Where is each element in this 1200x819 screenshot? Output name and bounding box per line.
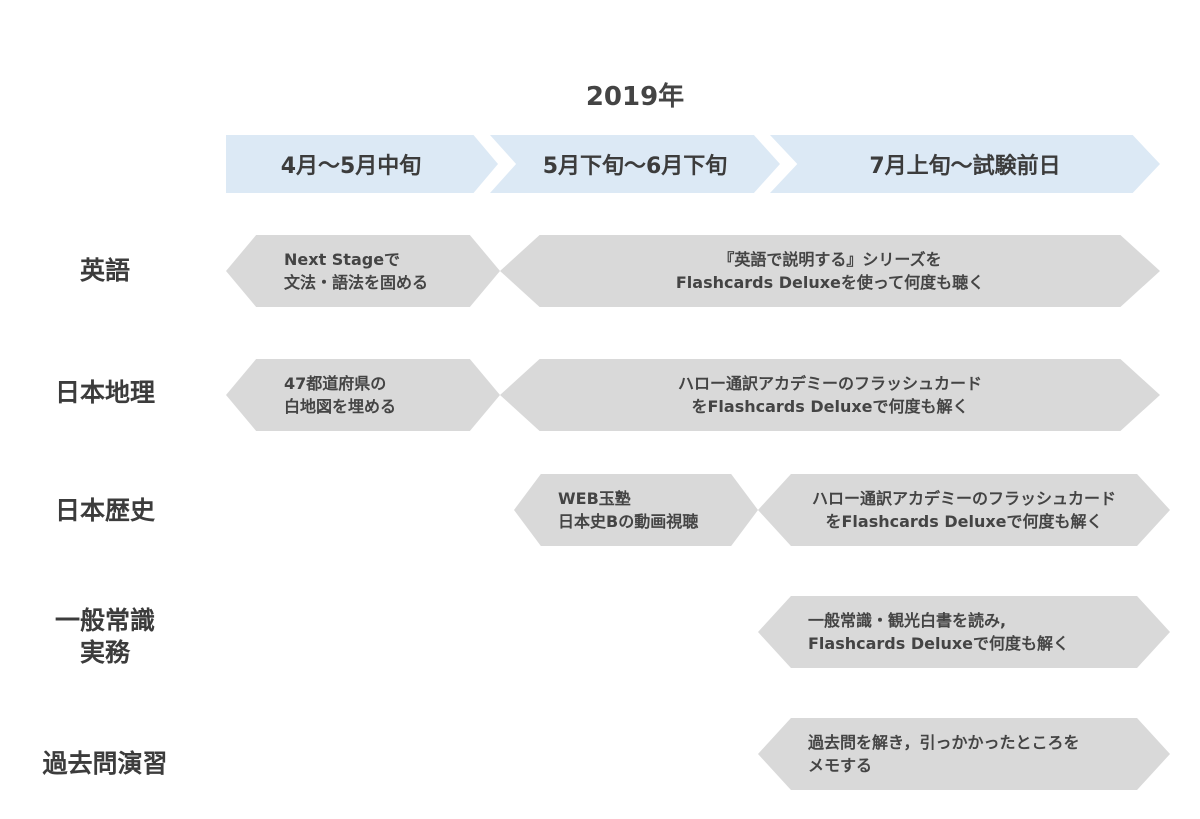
task-line: Flashcards Deluxeを使って何度も聴く	[675, 273, 985, 292]
row-label-history: 日本歴史	[54, 496, 155, 525]
task-line: をFlashcards Deluxeで何度も解く	[691, 397, 969, 416]
task-line: 文法・語法を固める	[284, 273, 429, 292]
row-label-past-exams: 過去問演習	[42, 749, 168, 778]
task-line: ハロー通訳アカデミーのフラッシュカード	[811, 489, 1116, 508]
row-label-general: 一般常識 実務	[20, 605, 190, 669]
task-english-grammar: Next Stageで 文法・語法を固める	[226, 235, 500, 307]
phase-3-label: 7月上旬～試験前日	[869, 154, 1061, 179]
task-english-listening: 『英語で説明する』シリーズを Flashcards Deluxeを使って何度も聴…	[500, 235, 1160, 307]
task-line: 日本史Bの動画視聴	[558, 512, 699, 531]
row-label-geography: 日本地理	[54, 378, 155, 407]
task-line: 47都道府県の	[284, 374, 387, 393]
task-past-exams: 過去問を解き，引っかかったところを メモする	[758, 718, 1170, 790]
task-line: をFlashcards Deluxeで何度も解く	[825, 512, 1103, 531]
task-geography-flashcards: ハロー通訳アカデミーのフラッシュカード をFlashcards Deluxeで何…	[500, 359, 1160, 431]
task-line: WEB玉塾	[558, 489, 631, 508]
phase-2: 5月下旬～6月下旬	[490, 135, 780, 193]
task-line: 一般常識・観光白書を読み,	[808, 611, 1007, 630]
task-history-video: WEB玉塾 日本史Bの動画視聴	[514, 474, 758, 546]
task-line: Flashcards Deluxeで何度も解く	[808, 634, 1070, 653]
task-line: 過去問を解き，引っかかったところを	[808, 733, 1080, 752]
row-label-english: 英語	[79, 256, 130, 285]
task-geography-map: 47都道府県の 白地図を埋める	[226, 359, 500, 431]
task-line: 白地図を埋める	[284, 397, 397, 416]
phase-3: 7月上旬～試験前日	[770, 135, 1160, 193]
task-line: メモする	[808, 756, 873, 775]
phase-1-label: 4月～5月中旬	[280, 154, 422, 179]
row-label-line: 一般常識	[54, 606, 155, 635]
task-general-reading: 一般常識・観光白書を読み, Flashcards Deluxeで何度も解く	[758, 596, 1170, 668]
task-history-flashcards: ハロー通訳アカデミーのフラッシュカード をFlashcards Deluxeで何…	[758, 474, 1170, 546]
task-line: 『英語で説明する』シリーズを	[718, 250, 942, 269]
phase-2-label: 5月下旬～6月下旬	[542, 154, 728, 179]
phase-1: 4月～5月中旬	[226, 135, 498, 193]
task-line: ハロー通訳アカデミーのフラッシュカード	[677, 374, 982, 393]
task-line: Next Stageで	[284, 250, 401, 269]
year-title: 2019年	[585, 82, 685, 112]
row-label-line: 実務	[79, 638, 130, 667]
